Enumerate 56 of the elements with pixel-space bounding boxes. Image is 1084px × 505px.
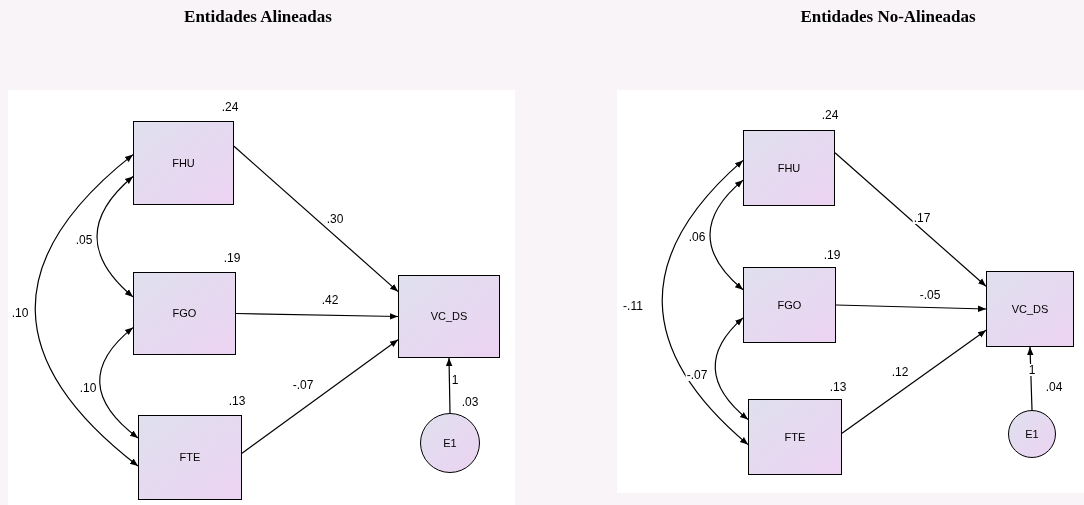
variable-name: E1	[1025, 426, 1039, 442]
covariance-arrow	[709, 179, 744, 291]
edge-label: -.07	[291, 379, 315, 391]
variable-box	[748, 399, 842, 475]
variable-name: VC_DS	[1011, 301, 1049, 317]
edge-label: .30	[325, 213, 345, 225]
variance-value: .24	[821, 109, 839, 121]
variable-name: FTE	[179, 450, 201, 466]
variable-name: FHU	[172, 155, 195, 171]
variance-value: .19	[223, 252, 241, 264]
path-arrow	[241, 339, 399, 454]
covariance-arrow	[714, 317, 749, 421]
covariance-arrow	[34, 154, 139, 467]
variable-name: FTE	[784, 429, 806, 445]
variable-box	[138, 415, 242, 500]
variance-value: .03	[461, 396, 479, 408]
variance-value: .04	[1045, 381, 1063, 393]
panel-heading: Entidades No-Alineadas	[800, 6, 976, 29]
covariance-arrow	[96, 175, 134, 298]
edge-label: .10	[78, 382, 98, 394]
edge-label: -.05	[918, 289, 942, 301]
edge-label: 1	[450, 374, 460, 386]
variance-value: .19	[823, 249, 841, 261]
edge-label: 1	[1027, 364, 1037, 376]
variable-box	[133, 121, 234, 205]
edge-label: -.11	[622, 300, 644, 312]
path-arrow	[841, 329, 987, 434]
variable-name: VC_DS	[430, 309, 468, 325]
variable-box	[398, 275, 500, 358]
edge-label: .12	[890, 366, 910, 378]
covariance-arrow	[661, 159, 749, 446]
path-arrow	[233, 145, 399, 293]
variance-value: .13	[228, 395, 246, 407]
variable-box	[133, 272, 236, 355]
variable-name: E1	[443, 435, 457, 451]
edge-label: .10	[10, 307, 30, 319]
variance-value: .13	[829, 381, 847, 393]
variance-value: .24	[221, 101, 239, 113]
edge-label: .05	[74, 234, 94, 246]
covariance-arrow	[99, 327, 139, 439]
panel-heading: Entidades Alineadas	[184, 6, 332, 29]
variable-name: FGO	[777, 297, 802, 313]
path-arrow	[835, 304, 987, 312]
variable-box	[743, 267, 836, 343]
variable-name: FHU	[777, 160, 801, 176]
path-arrow	[834, 152, 987, 287]
edge-label: -.07	[685, 369, 709, 381]
variable-name: FGO	[172, 306, 197, 322]
edge-label: .42	[320, 294, 340, 306]
path-arrow	[1027, 346, 1034, 411]
variable-box	[986, 271, 1074, 347]
edge-label: .17	[912, 212, 932, 224]
variable-box	[743, 130, 835, 206]
edge-label: .06	[687, 231, 707, 243]
path-arrow	[235, 312, 399, 320]
path-arrow	[445, 357, 453, 414]
